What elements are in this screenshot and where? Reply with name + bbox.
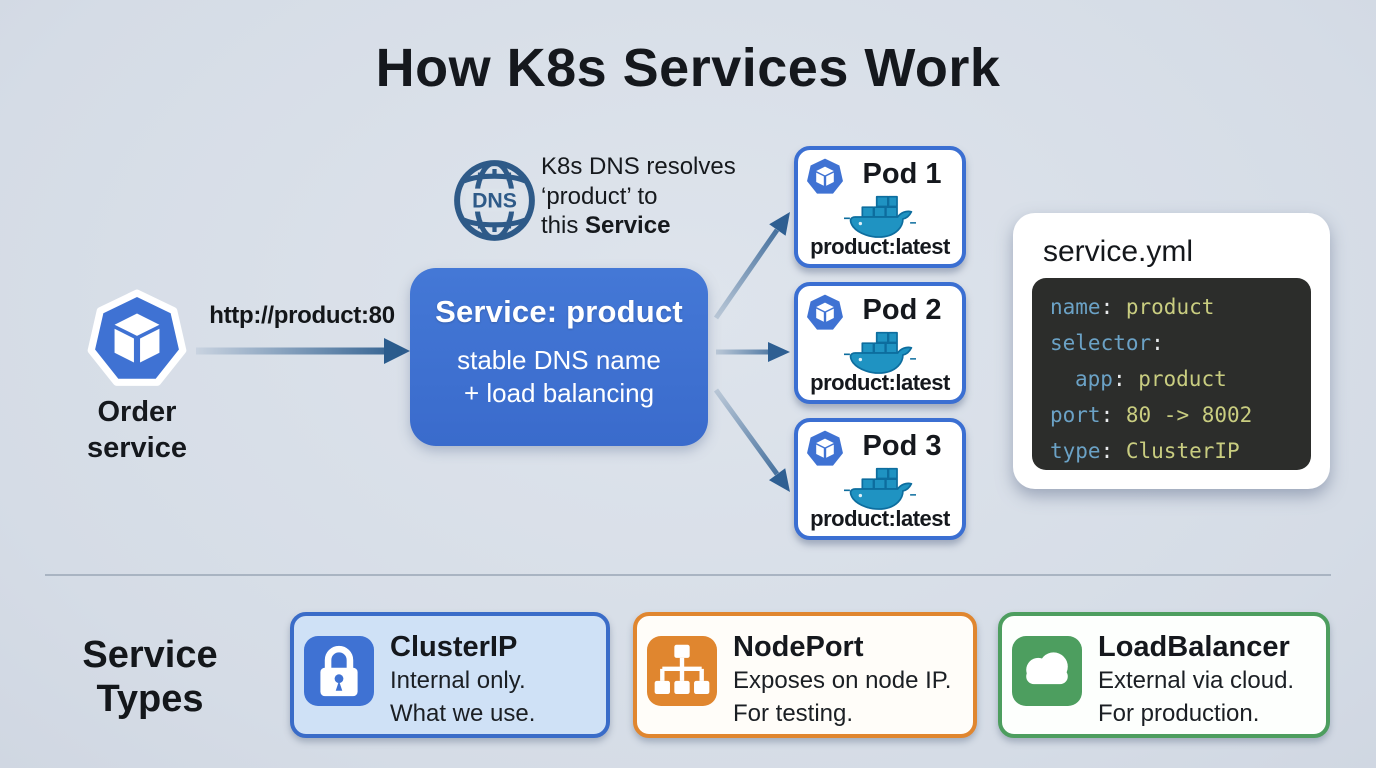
type-desc-line2: For production. xyxy=(1098,700,1260,727)
yaml-card: service.yml name: product selector: app:… xyxy=(1013,213,1330,489)
yaml-line-port: port: 80 -> 8002 xyxy=(1050,403,1253,427)
type-desc-line1: Internal only. xyxy=(390,667,526,694)
order-service-label: Order service xyxy=(28,394,246,466)
type-desc-line2: For testing. xyxy=(733,700,854,727)
service-box-subtitle-line1: stable DNS name xyxy=(457,345,661,375)
pod-card-3: Pod 3 product:latest xyxy=(794,418,966,540)
type-name: NodePort xyxy=(733,631,864,663)
kubernetes-heptagon-icon xyxy=(807,158,843,194)
order-service-label-line1: Order xyxy=(97,396,177,428)
pod-card-1: Pod 1 product:latest xyxy=(794,146,966,268)
service-box-title: Service: product xyxy=(435,294,683,329)
cloud-icon xyxy=(1012,636,1082,706)
type-desc-line2: What we use. xyxy=(390,700,536,727)
type-name: LoadBalancer xyxy=(1098,631,1290,663)
dns-note-line1: K8s DNS resolves xyxy=(541,153,736,180)
service-types-heading-line2: Types xyxy=(96,678,204,720)
service-to-pod3-arrow xyxy=(713,388,790,492)
pod-name: Pod 2 xyxy=(862,294,942,326)
request-arrow xyxy=(196,338,410,364)
section-divider xyxy=(45,574,1331,576)
network-icon xyxy=(647,636,717,706)
type-name: ClusterIP xyxy=(390,631,518,663)
yaml-line-app: app: product xyxy=(1075,367,1227,391)
kubernetes-heptagon-icon xyxy=(807,294,843,330)
service-type-card-nodeport: NodePort Exposes on node IP. For testing… xyxy=(633,612,977,738)
dns-icon-label: DNS xyxy=(472,189,517,213)
order-service-label-line2: service xyxy=(87,432,187,464)
yaml-filename: service.yml xyxy=(1043,235,1194,268)
dns-note-service-emphasis: Service xyxy=(585,212,671,239)
yaml-line-type: type: ClusterIP xyxy=(1050,439,1240,463)
yaml-line-selector: selector: xyxy=(1050,331,1164,355)
service-box: Service: product stable DNS name + load … xyxy=(410,268,708,446)
service-type-card-clusterip: ClusterIP Internal only. What we use. xyxy=(290,612,610,738)
kubernetes-heptagon-icon xyxy=(87,289,187,386)
service-types-heading-line1: Service xyxy=(82,634,218,676)
request-url-label: http://product:80 xyxy=(209,302,395,329)
dns-note-line3: this Service xyxy=(541,212,671,239)
dns-label-band xyxy=(465,188,524,212)
yaml-line-name: name: product xyxy=(1050,295,1215,319)
pod-name: Pod 3 xyxy=(862,430,942,462)
page-title: How K8s Services Work xyxy=(375,38,1001,98)
dns-note: K8s DNS resolves ‘product’ to this Servi… xyxy=(541,152,736,241)
pod-image-tag: product:latest xyxy=(810,370,950,395)
kubernetes-heptagon-icon xyxy=(807,430,843,466)
service-box-subtitle-line2: + load balancing xyxy=(463,378,655,408)
service-types-heading: Service Types xyxy=(38,633,262,721)
pod-card-2: Pod 2 product:latest xyxy=(794,282,966,404)
service-to-pod2-arrow xyxy=(716,342,790,362)
type-desc-line1: Exposes on node IP. xyxy=(733,667,952,694)
pod-image-tag: product:latest xyxy=(810,234,950,259)
yaml-code-block: name: product selector: app: product por… xyxy=(1032,278,1311,470)
type-desc-line1: External via cloud. xyxy=(1098,667,1295,694)
service-type-card-loadbalancer: LoadBalancer External via cloud. For pro… xyxy=(998,612,1330,738)
lock-icon xyxy=(304,636,374,706)
dns-note-line2: ‘product’ to xyxy=(541,182,658,210)
service-box-subtitle: stable DNS name + load balancing xyxy=(410,344,708,410)
pod-name: Pod 1 xyxy=(862,158,942,190)
pod-image-tag: product:latest xyxy=(810,506,950,531)
dns-globe-icon: DNS xyxy=(454,160,535,241)
